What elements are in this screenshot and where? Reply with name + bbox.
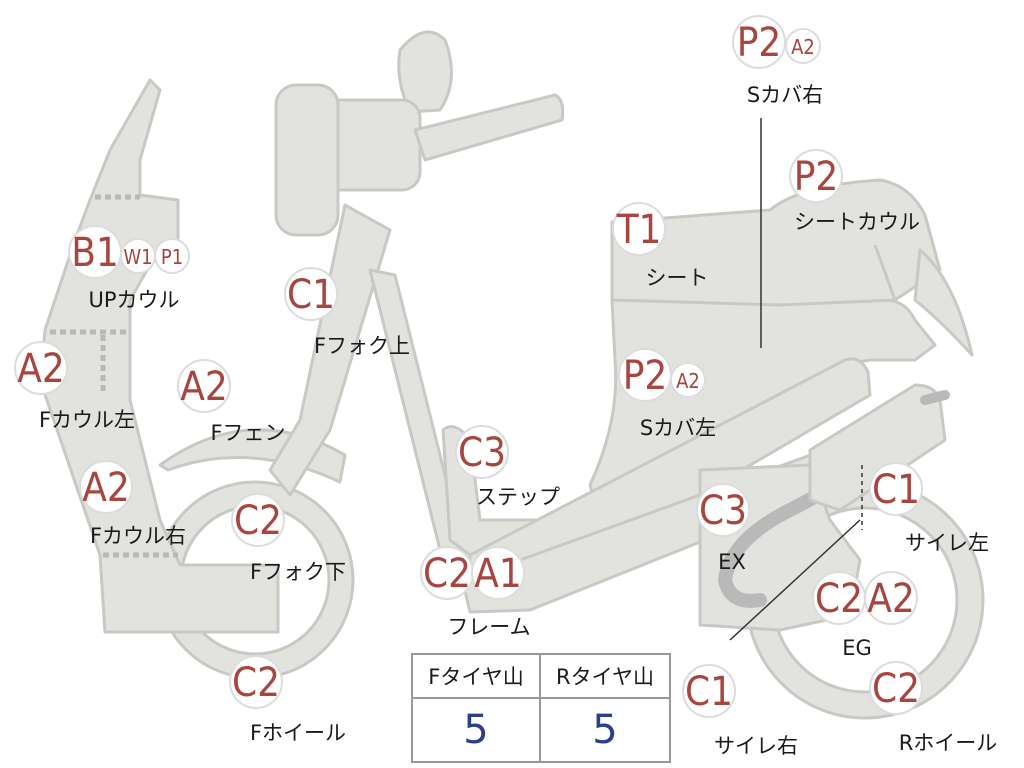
grade-badge-circle bbox=[869, 462, 923, 516]
grade-badge-circle bbox=[789, 149, 843, 203]
f-wheel-label: Fホイール bbox=[250, 721, 346, 745]
grade-badge-text: A2 bbox=[17, 346, 65, 392]
f-fork-upper-label: Fフォク上 bbox=[314, 334, 410, 358]
grade-badge-text: C3 bbox=[699, 488, 747, 534]
grade-badge-circle bbox=[284, 267, 338, 321]
exhaust-label: EX bbox=[718, 550, 746, 574]
frame-label: フレーム bbox=[447, 615, 530, 639]
tire-tread-table: Fタイヤ山 Rタイヤ山 5 5 bbox=[411, 653, 671, 763]
grade-badge-text: C1 bbox=[685, 669, 733, 715]
seat-grade-badge: T1 bbox=[612, 202, 666, 256]
rear-tire-header: Rタイヤ山 bbox=[541, 655, 669, 699]
grade-badge-circle bbox=[471, 546, 525, 600]
up-cowl-grade-badge: W1 bbox=[120, 238, 156, 274]
grade-badge-text: A2 bbox=[82, 465, 130, 511]
grade-badge-text: C3 bbox=[458, 430, 506, 476]
grade-badge-text: T1 bbox=[616, 207, 662, 253]
grade-badge-circle bbox=[231, 493, 285, 547]
f-fork-lower-grade-badge: C2 bbox=[231, 493, 285, 547]
s-cover-left-grade-badge: A2 bbox=[670, 362, 706, 398]
grade-badge-text: C2 bbox=[423, 551, 471, 597]
f-fork-upper-grade-badge: C1 bbox=[284, 267, 338, 321]
frame-grade-badge: A1 bbox=[471, 546, 525, 600]
rear-tire-value: 5 bbox=[592, 707, 618, 753]
grade-badge-circle bbox=[864, 571, 918, 625]
front-tire-value: 5 bbox=[413, 699, 541, 761]
grade-badge-text: C2 bbox=[232, 660, 280, 706]
exhaust-grade-badge: C3 bbox=[696, 483, 750, 537]
front-tire-header: Fタイヤ山 bbox=[413, 655, 541, 699]
grade-badge-text: P2 bbox=[794, 154, 839, 200]
f-cowl-right-grade-badge: A2 bbox=[79, 460, 133, 514]
grade-badge-text: C2 bbox=[815, 576, 863, 622]
grade-badge-circle bbox=[785, 28, 821, 64]
grade-badge-circle bbox=[455, 425, 509, 479]
s-cover-left-grade-badge: P2 bbox=[618, 348, 672, 402]
s-cover-right-grade-badge: P2 bbox=[732, 15, 786, 69]
up-cowl-grade-badge: B1 bbox=[68, 225, 122, 279]
grade-badge-circle bbox=[670, 362, 706, 398]
grade-badge-text: C2 bbox=[234, 498, 282, 544]
grade-badge-text: A2 bbox=[867, 576, 915, 622]
grade-badge-text: P2 bbox=[737, 20, 782, 66]
front-cowl-illustration bbox=[38, 78, 280, 634]
f-cowl-left-label: Fカウル左 bbox=[39, 408, 135, 432]
muffler-left-label: サイレ左 bbox=[905, 531, 989, 555]
grade-badge-circle bbox=[732, 15, 786, 69]
seat-label: シート bbox=[646, 266, 709, 290]
grade-badge-circle bbox=[682, 664, 736, 718]
muffler-right-grade-badge: C1 bbox=[682, 664, 736, 718]
engine-grade-badge: A2 bbox=[864, 571, 918, 625]
grade-badge-circle bbox=[177, 359, 231, 413]
frame-grade-badge: C2 bbox=[420, 546, 474, 600]
r-wheel-label: Rホイール bbox=[899, 731, 998, 755]
seat-cowl-grade-badge: P2 bbox=[789, 149, 843, 203]
f-fender-grade-badge: A2 bbox=[177, 359, 231, 413]
grade-badge-text: P2 bbox=[623, 353, 668, 399]
f-wheel-grade-badge: C2 bbox=[229, 655, 283, 709]
f-cowl-left-grade-badge: A2 bbox=[14, 341, 68, 395]
seat-cowl-tail-illustration bbox=[913, 248, 974, 357]
seat-cowl-label: シートカウル bbox=[794, 210, 920, 234]
up-cowl-grade-badge: P1 bbox=[154, 238, 190, 274]
grade-badge-circle bbox=[14, 341, 68, 395]
up-cowl-label: UPカウル bbox=[88, 288, 179, 312]
step-grade-badge: C3 bbox=[455, 425, 509, 479]
grade-badge-text: B1 bbox=[71, 230, 119, 276]
seat-illustration bbox=[610, 178, 942, 307]
grade-badge-text: C2 bbox=[872, 666, 920, 712]
muffler-right-guide-line bbox=[729, 519, 861, 641]
engine-label: EG bbox=[842, 636, 872, 660]
grade-badge-text: A2 bbox=[791, 35, 815, 59]
grade-badge-text: A1 bbox=[474, 551, 522, 597]
s-cover-left-label: Sカバ左 bbox=[640, 416, 716, 440]
grade-badge-circle bbox=[154, 238, 190, 274]
f-cowl-right-label: Fカウル右 bbox=[90, 524, 186, 548]
grade-badge-text: A2 bbox=[676, 369, 700, 393]
grade-badge-text: W1 bbox=[123, 245, 152, 269]
muffler-right-label: サイレ右 bbox=[714, 734, 798, 758]
handlebar-illustration bbox=[274, 30, 565, 237]
part-labels: UPカウル Fカウル左 Fカウル右 Fフェン Fフォク上 Fフォク下 Fホイール… bbox=[39, 83, 997, 758]
f-fork-lower-label: Fフォク下 bbox=[250, 560, 346, 584]
grade-badge-circle bbox=[229, 655, 283, 709]
grade-badge-text: C1 bbox=[872, 467, 920, 513]
f-fender-label: Fフェン bbox=[210, 421, 285, 445]
muffler-left-grade-badge: C1 bbox=[869, 462, 923, 516]
grade-badge-circle bbox=[696, 483, 750, 537]
r-wheel-grade-badge: C2 bbox=[869, 661, 923, 715]
s-cover-right-label: Sカバ右 bbox=[747, 83, 823, 107]
s-cover-right-grade-badge: A2 bbox=[785, 28, 821, 64]
engine-grade-badge: C2 bbox=[812, 571, 866, 625]
grade-badge-circle bbox=[79, 460, 133, 514]
grade-badge-circle bbox=[612, 202, 666, 256]
grade-badge-text: C1 bbox=[287, 272, 335, 318]
front-fork-illustration bbox=[268, 203, 392, 497]
grade-badge-text: P1 bbox=[161, 245, 183, 269]
grade-badge-text: A2 bbox=[180, 364, 228, 410]
grade-badge-circle bbox=[869, 661, 923, 715]
step-label: ステップ bbox=[476, 485, 560, 509]
